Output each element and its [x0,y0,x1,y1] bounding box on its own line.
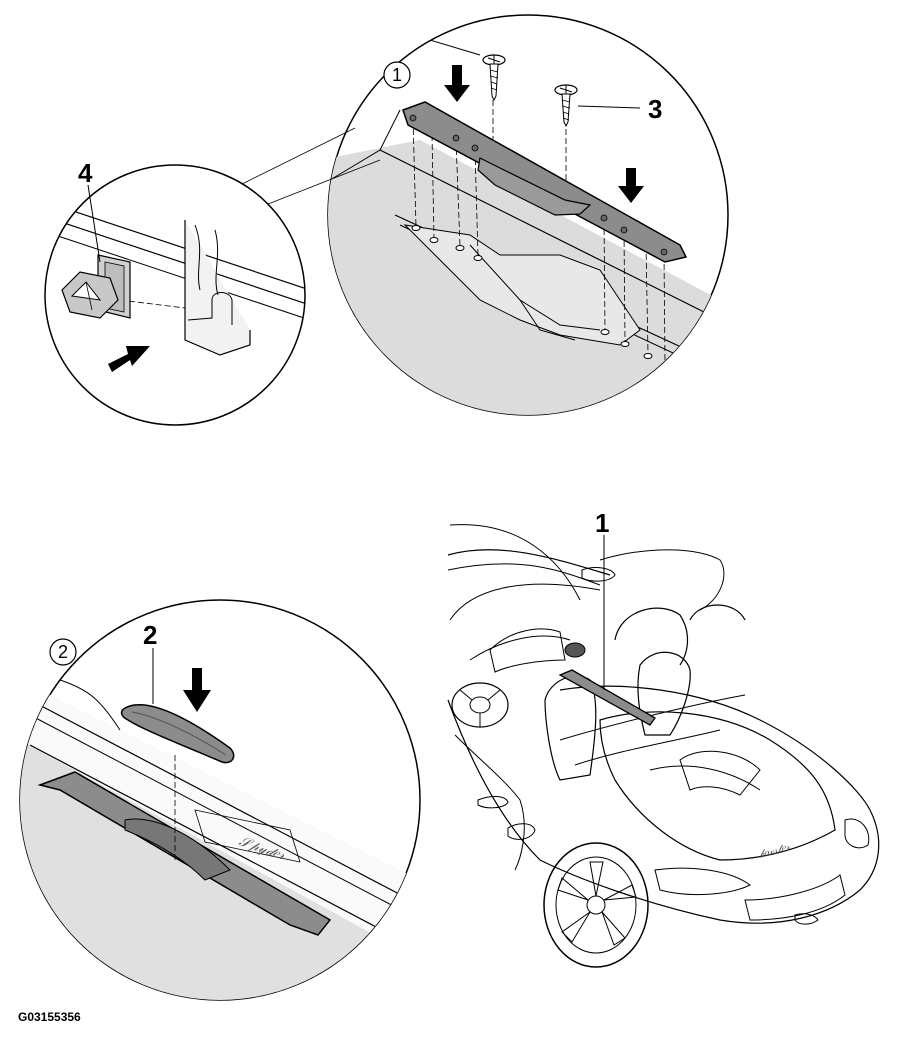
detail-circle-bottom: 𝒮𝓅𝓎𝒹𝑒𝓇 2 2 [19,599,421,1001]
down-arrow-icon [618,168,644,203]
svg-text:𝒷𝑜𝓍𝓈𝓉𝑒𝓇: 𝒷𝑜𝓍𝓈𝓉𝑒𝓇 [758,841,792,861]
callout-1: 1 [595,508,609,538]
callout-3: 3 [648,94,662,124]
right-arrow-icon [108,346,150,372]
down-arrow-icon [183,668,211,712]
detail-circle-clip: 4 [44,158,306,426]
car-overview: 𝒷𝑜𝓍𝓈𝓉𝑒𝓇 [447,524,880,968]
figure-id: G03155356 [18,1010,81,1024]
detail-circle-top: 1 3 [327,14,729,416]
screw-icon [482,54,506,102]
car-trim-part-1 [558,669,656,726]
step-marker-1: 1 [392,65,402,85]
callout-4: 4 [78,158,93,188]
screw-icon [554,84,578,128]
down-arrow-icon [444,65,470,102]
callout-2: 2 [143,620,157,650]
step-marker-2: 2 [58,642,68,662]
